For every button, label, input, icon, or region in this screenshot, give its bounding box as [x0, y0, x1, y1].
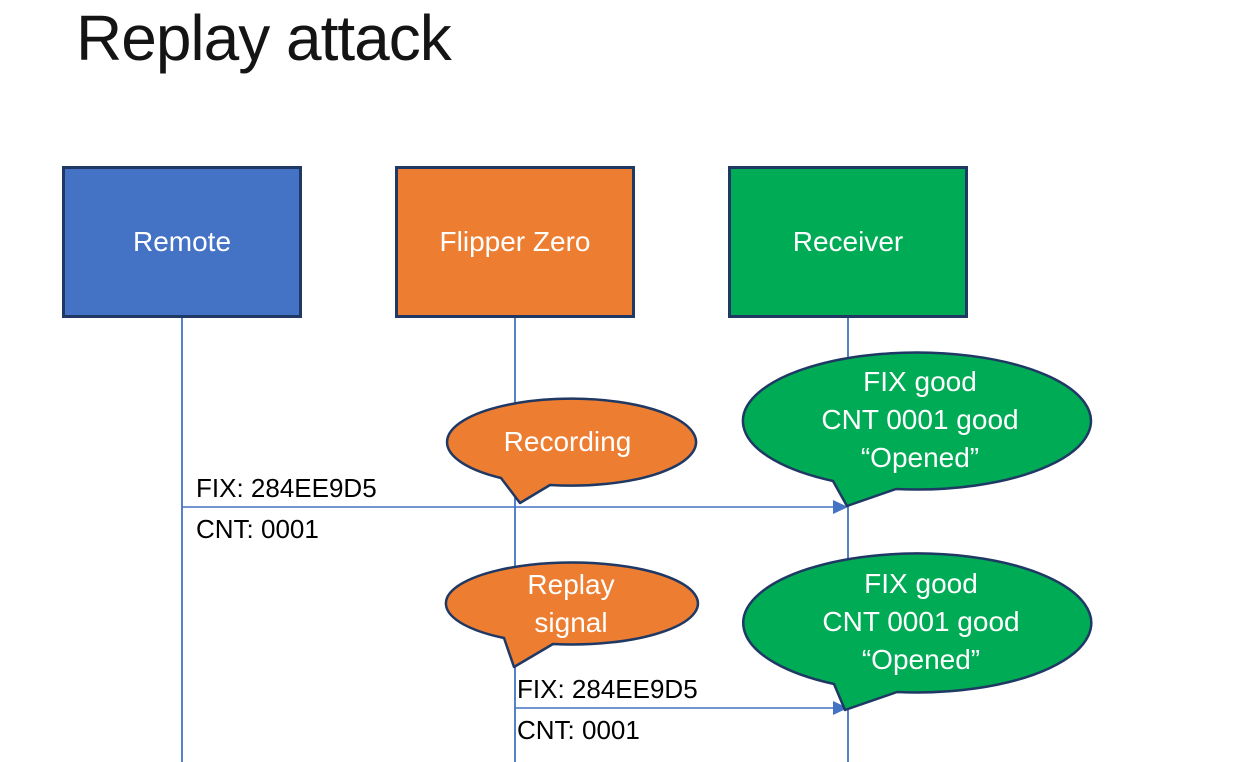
actor-box-remote: Remote — [62, 166, 302, 318]
actor-box-flipper-zero: Flipper Zero — [395, 166, 635, 318]
page-title: Replay attack — [76, 2, 452, 74]
message-arrow-1-head — [833, 500, 848, 514]
actor-box-receiver: Receiver — [728, 166, 968, 318]
callout-result-2-line-3: “Opened” — [861, 644, 981, 675]
callout-result-1-line-1: FIX good — [863, 366, 977, 397]
message-1-fix-label: FIX: 284EE9D5 — [196, 473, 377, 503]
actor-label-remote: Remote — [132, 226, 232, 257]
callout-receiver-result-1-text: FIX good CNT 0001 good “Opened” — [746, 363, 1094, 477]
callout-result-2-line-2: CNT 0001 good — [822, 606, 1020, 637]
callout-replay-signal-text: Replay signal — [451, 566, 691, 642]
callout-recording-line: Recording — [503, 426, 632, 457]
callout-recording-text: Recording — [445, 423, 690, 461]
message-1-cnt-label: CNT: 0001 — [196, 514, 319, 544]
callout-recording-shape — [445, 397, 698, 505]
callout-result-1-line-3: “Opened” — [860, 442, 980, 473]
callout-replay-signal-shape — [444, 561, 700, 669]
actor-label-flipper-zero: Flipper Zero — [439, 226, 591, 257]
callout-receiver-result-2-text: FIX good CNT 0001 good “Opened” — [747, 565, 1095, 679]
callout-replay-line-1: Replay — [527, 569, 615, 600]
message-arrow-2-head — [833, 701, 848, 715]
message-2-cnt-label: CNT: 0001 — [517, 715, 640, 745]
callout-result-2-line-1: FIX good — [864, 568, 978, 599]
callout-receiver-result-1-shape — [741, 351, 1093, 508]
callout-receiver-result-2-shape — [742, 552, 1093, 712]
message-2-fix-label: FIX: 284EE9D5 — [517, 674, 698, 704]
callout-result-1-line-2: CNT 0001 good — [821, 404, 1019, 435]
callout-replay-line-2: signal — [534, 607, 608, 638]
actor-label-receiver: Receiver — [792, 226, 904, 257]
